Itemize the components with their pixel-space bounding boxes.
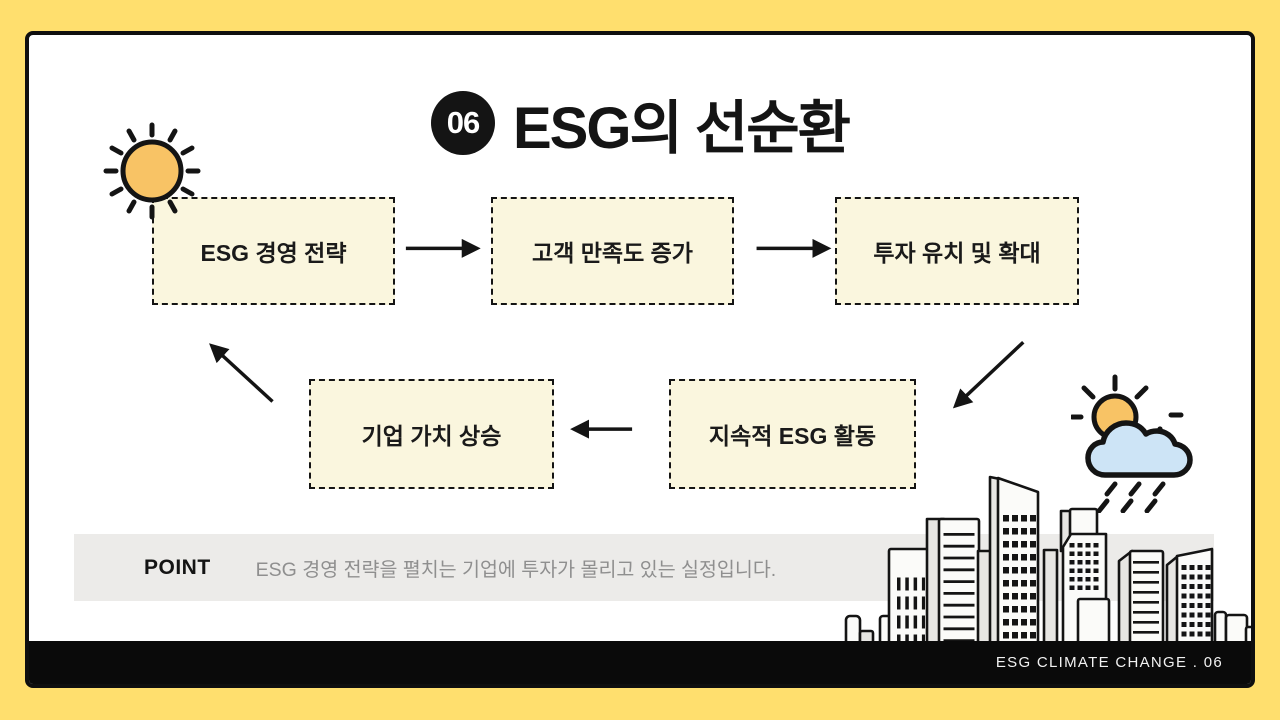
flow-box-label: 투자 유치 및 확대: [873, 240, 1041, 266]
flow-box-esg-strategy: ESG 경영 전략: [152, 197, 395, 305]
footer-caption: ESG CLIMATE CHANGE . 06: [995, 654, 1223, 671]
flow-box-label: ESG 경영 전략: [200, 240, 347, 266]
flow-box-investment-growth: 투자 유치 및 확대: [835, 197, 1079, 305]
flow-box-label: 지속적 ESG 활동: [708, 423, 877, 449]
flow-box-customer-satisfaction: 고객 만족도 증가: [491, 197, 734, 305]
slide-card: 06 ESG의 선순환 ESG 경영 전략 고: [25, 31, 1255, 688]
point-label: POINT: [144, 555, 211, 579]
arrow-company-value-to-strategy: [209, 343, 274, 403]
flow-box-company-value: 기업 가치 상승: [309, 379, 554, 489]
flow-box-label: 고객 만족도 증가: [532, 240, 693, 266]
arrow-investment-to-esg-activity: [952, 340, 1025, 409]
slide-header: 06 ESG의 선순환: [29, 89, 1251, 161]
page-title: ESG의 선순환: [512, 96, 851, 161]
flow-box-continuous-esg: 지속적 ESG 활동: [669, 379, 916, 489]
footer-bar: ESG CLIMATE CHANGE . 06: [29, 641, 1251, 684]
point-text: ESG 경영 전략을 펼치는 기업에 투자가 몰리고 있는 실정입니다.: [255, 559, 777, 581]
city-skyline-illustration: [834, 459, 1251, 654]
sun-icon: [92, 111, 212, 231]
flow-box-label: 기업 가치 상승: [361, 423, 502, 449]
slide-number-badge: 06: [430, 91, 495, 155]
sun-rain-cloud-icon: [1069, 367, 1207, 514]
